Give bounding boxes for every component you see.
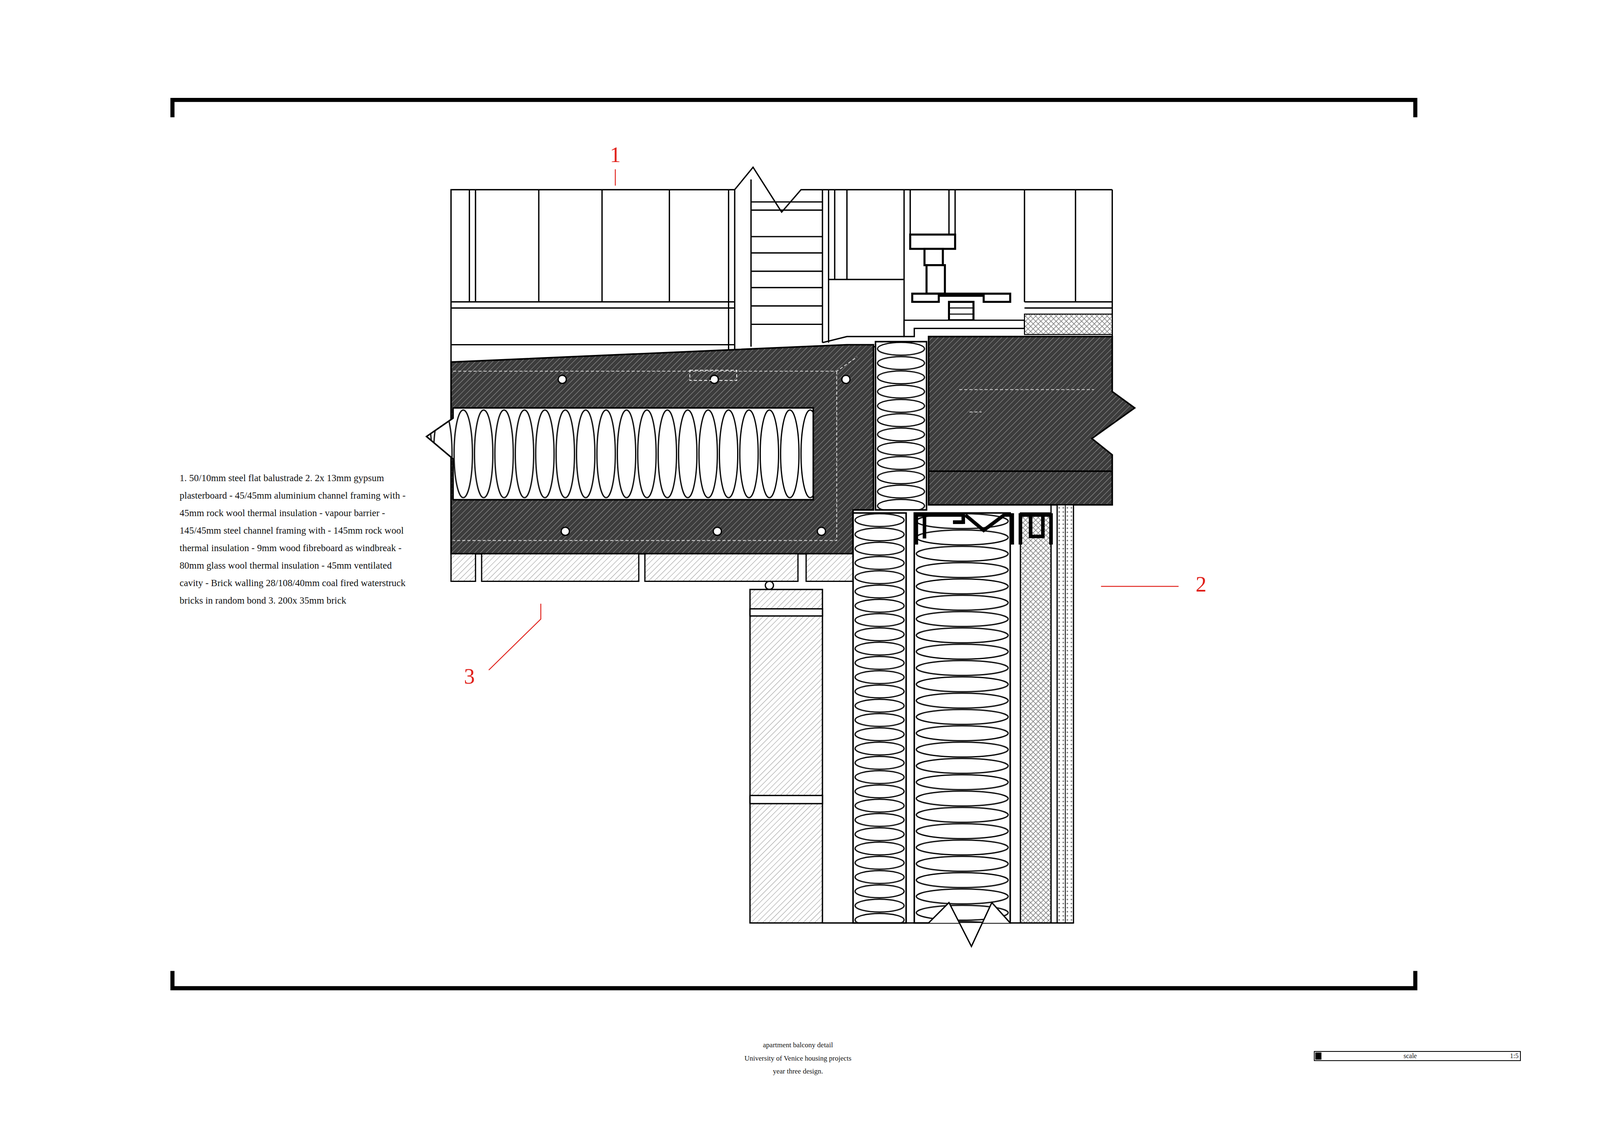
callout-number: 2 [1195, 573, 1207, 596]
leader-line [488, 169, 1179, 670]
steel-channel [916, 515, 1051, 545]
title-line: University of Venice housing projects [744, 1054, 852, 1062]
specification-note: 1. 50/10mm steel flat balustrade 2. 2x 1… [179, 469, 413, 610]
callout-number: 1 [610, 144, 621, 166]
rock-wool-layer [914, 512, 1010, 923]
frame-top [172, 100, 1416, 118]
slab-insulation [426, 407, 814, 500]
title-line: year three design. [772, 1067, 823, 1075]
scale-label: scale [1402, 1052, 1418, 1060]
soffit-brick [450, 553, 853, 582]
brick-wall [750, 589, 823, 924]
edge-insulation [875, 341, 927, 510]
rock-wool-layer [852, 512, 906, 923]
balustrade [450, 167, 1113, 363]
floor-slab [928, 336, 1135, 505]
fibreboard-layer [1020, 512, 1051, 923]
scale-bar [1314, 1051, 1521, 1061]
threshold-insulation [1024, 314, 1113, 335]
scale-value: 1:5 [1509, 1052, 1520, 1060]
plasterboard-layer [1057, 505, 1074, 924]
frame-bottom [172, 971, 1416, 989]
window-profile [822, 234, 1025, 353]
callout-number: 3 [464, 665, 475, 688]
title-line: apartment balcony detail [762, 1041, 833, 1049]
